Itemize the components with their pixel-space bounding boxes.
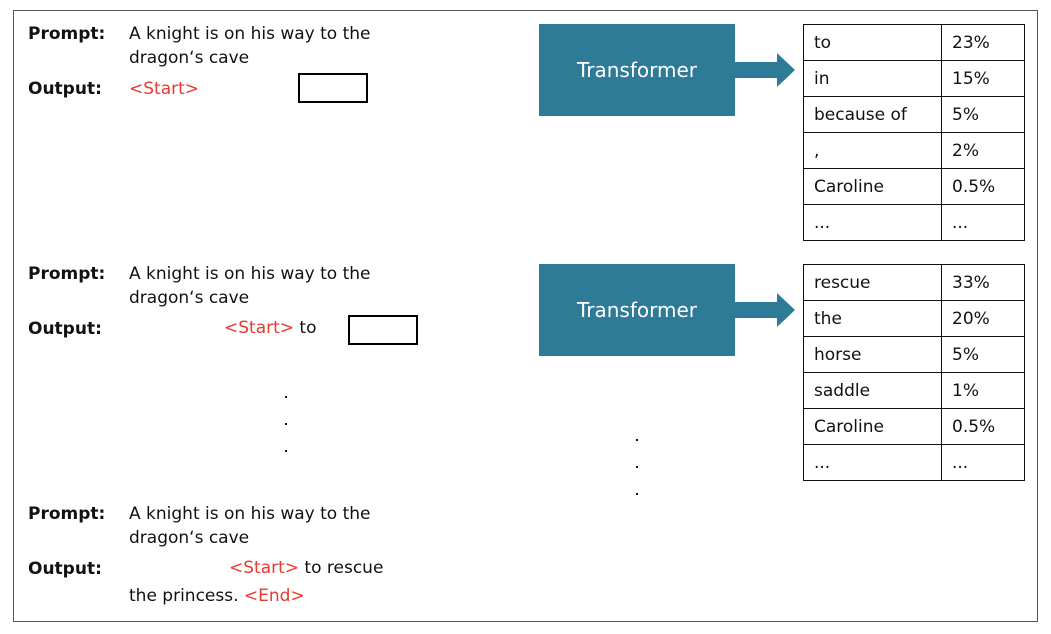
next-token-slot [298, 73, 368, 103]
table-row: ...... [803, 204, 1025, 241]
output-label: Output: [28, 319, 102, 339]
table-cell: 5% [941, 96, 1025, 133]
transformer-box: Transformer [539, 24, 735, 116]
table-cell: ... [803, 444, 942, 481]
table-cell: 0.5% [941, 408, 1025, 445]
next-token-slot [348, 315, 418, 345]
table-cell: 0.5% [941, 168, 1025, 205]
output-text-line2: the princess. <End> [129, 586, 305, 606]
output-label: Output: [28, 559, 102, 579]
table-cell: ... [941, 204, 1025, 241]
table-cell: the [803, 300, 942, 337]
prompt-label: Prompt: [28, 504, 106, 524]
ellipsis-dot [636, 493, 638, 495]
table-cell: 23% [941, 24, 1025, 61]
table-cell: 15% [941, 60, 1025, 97]
table-cell: 20% [941, 300, 1025, 337]
arrow-icon [735, 53, 795, 87]
prompt-label: Prompt: [28, 24, 106, 44]
table-cell: 5% [941, 336, 1025, 373]
table-cell: because of [803, 96, 942, 133]
prompt-text-line1: A knight is on his way to the [129, 504, 371, 524]
transformer-box: Transformer [539, 264, 735, 356]
table-cell: to [803, 24, 942, 61]
prompt-text-line2: dragon‘s cave [129, 48, 250, 68]
ellipsis-dot [285, 396, 287, 398]
table-cell: 1% [941, 372, 1025, 409]
output-label: Output: [28, 79, 102, 99]
ellipsis-dot [636, 439, 638, 441]
table-cell: ... [803, 204, 942, 241]
table-cell: rescue [803, 264, 942, 301]
table-row: ...... [803, 444, 1025, 481]
table-row: ,2% [803, 132, 1025, 169]
table-cell: 33% [941, 264, 1025, 301]
ellipsis-dot [285, 450, 287, 452]
prompt-text-line1: A knight is on his way to the [129, 24, 371, 44]
table-cell: , [803, 132, 942, 169]
table-cell: saddle [803, 372, 942, 409]
table-cell: ... [941, 444, 1025, 481]
table-cell: horse [803, 336, 942, 373]
ellipsis-dot [285, 423, 287, 425]
ellipsis-dot [636, 466, 638, 468]
table-cell: 2% [941, 132, 1025, 169]
diagram-frame [13, 10, 1038, 622]
prompt-text-line1: A knight is on his way to the [129, 264, 371, 284]
output-text: <Start> to rescue [229, 558, 384, 578]
output-text: <Start> to [224, 318, 317, 338]
start-token: <Start> [129, 79, 200, 99]
prompt-text-line2: dragon‘s cave [129, 288, 250, 308]
table-cell: in [803, 60, 942, 97]
prompt-label: Prompt: [28, 264, 106, 284]
table-cell: Caroline [803, 168, 942, 205]
prompt-text-line2: dragon‘s cave [129, 528, 250, 548]
table-cell: Caroline [803, 408, 942, 445]
arrow-icon [735, 293, 795, 327]
